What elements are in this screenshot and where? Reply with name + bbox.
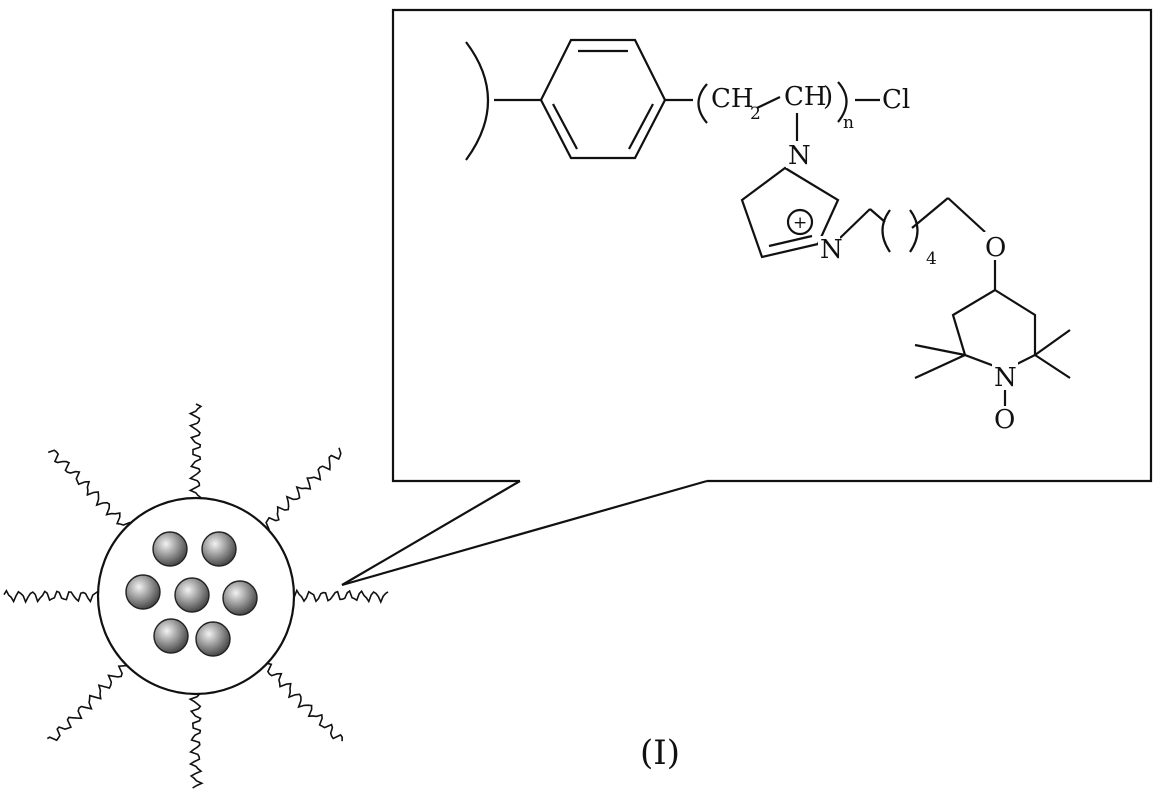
n-to-alkyl-bond <box>840 209 870 238</box>
imidazolium-n-top-label: N <box>788 141 811 171</box>
benzene-ring <box>541 40 665 158</box>
core-bead <box>126 575 160 609</box>
polymer-arm <box>4 591 100 602</box>
alkyl-bracket-open <box>883 210 891 252</box>
methyl-right-1 <box>1035 330 1070 355</box>
callout-pointer-upper <box>342 481 520 585</box>
alkyl-bond-3 <box>948 198 985 232</box>
benzene-inner-bond-2 <box>629 104 653 149</box>
atom-labels: CH 2 CH ) n Cl N + N 4 O N O <box>711 80 1018 435</box>
core-bead <box>175 578 209 612</box>
nanoparticle <box>4 404 388 788</box>
nitroxide-o-label: O <box>994 405 1015 435</box>
ch-label: CH <box>784 82 827 112</box>
polymer-structure <box>466 40 1070 406</box>
polymer-arm <box>48 450 130 526</box>
polymer-arm <box>292 590 388 602</box>
imidazolium-n-bottom-label: N <box>820 235 843 265</box>
ch-paren: ) <box>823 82 833 112</box>
imidazolium-double-bond <box>769 236 812 246</box>
alkyl-bond-2 <box>912 198 948 228</box>
ether-o-label: O <box>985 233 1006 263</box>
core-bead <box>223 581 257 615</box>
piperidine-ring <box>953 290 1035 370</box>
benzene-inner-bond-3 <box>553 104 577 149</box>
repeat-subscript: n <box>843 113 854 133</box>
chain-end-label: Cl <box>882 85 910 115</box>
methyl-right-2 <box>1035 355 1070 378</box>
piperidine-n-label: N <box>994 363 1017 393</box>
figure-caption: (I) <box>640 733 680 773</box>
alkyl-zigzag-bond <box>870 209 885 222</box>
core-bead <box>154 619 188 653</box>
callout-pointer-lower <box>342 481 707 585</box>
polymer-arm <box>266 448 341 531</box>
methyl-left-1 <box>915 345 965 355</box>
ch2-label: CH <box>711 84 754 114</box>
alkyl-bracket-close <box>910 210 918 252</box>
methyl-left-2 <box>915 355 965 378</box>
core-bead <box>196 622 230 656</box>
positive-charge-sign: + <box>793 213 807 233</box>
core-bead <box>202 532 236 566</box>
polymer-arm <box>190 692 202 788</box>
polymer-backbone-arc <box>466 42 488 160</box>
alkyl-repeat-subscript: 4 <box>926 249 937 269</box>
ch2-subscript: 2 <box>750 104 761 124</box>
polymer-arm <box>190 404 201 500</box>
polymer-arm <box>263 664 342 742</box>
repeat-bracket-open <box>699 84 708 123</box>
core-bead <box>153 532 187 566</box>
polymer-arm <box>47 666 131 741</box>
